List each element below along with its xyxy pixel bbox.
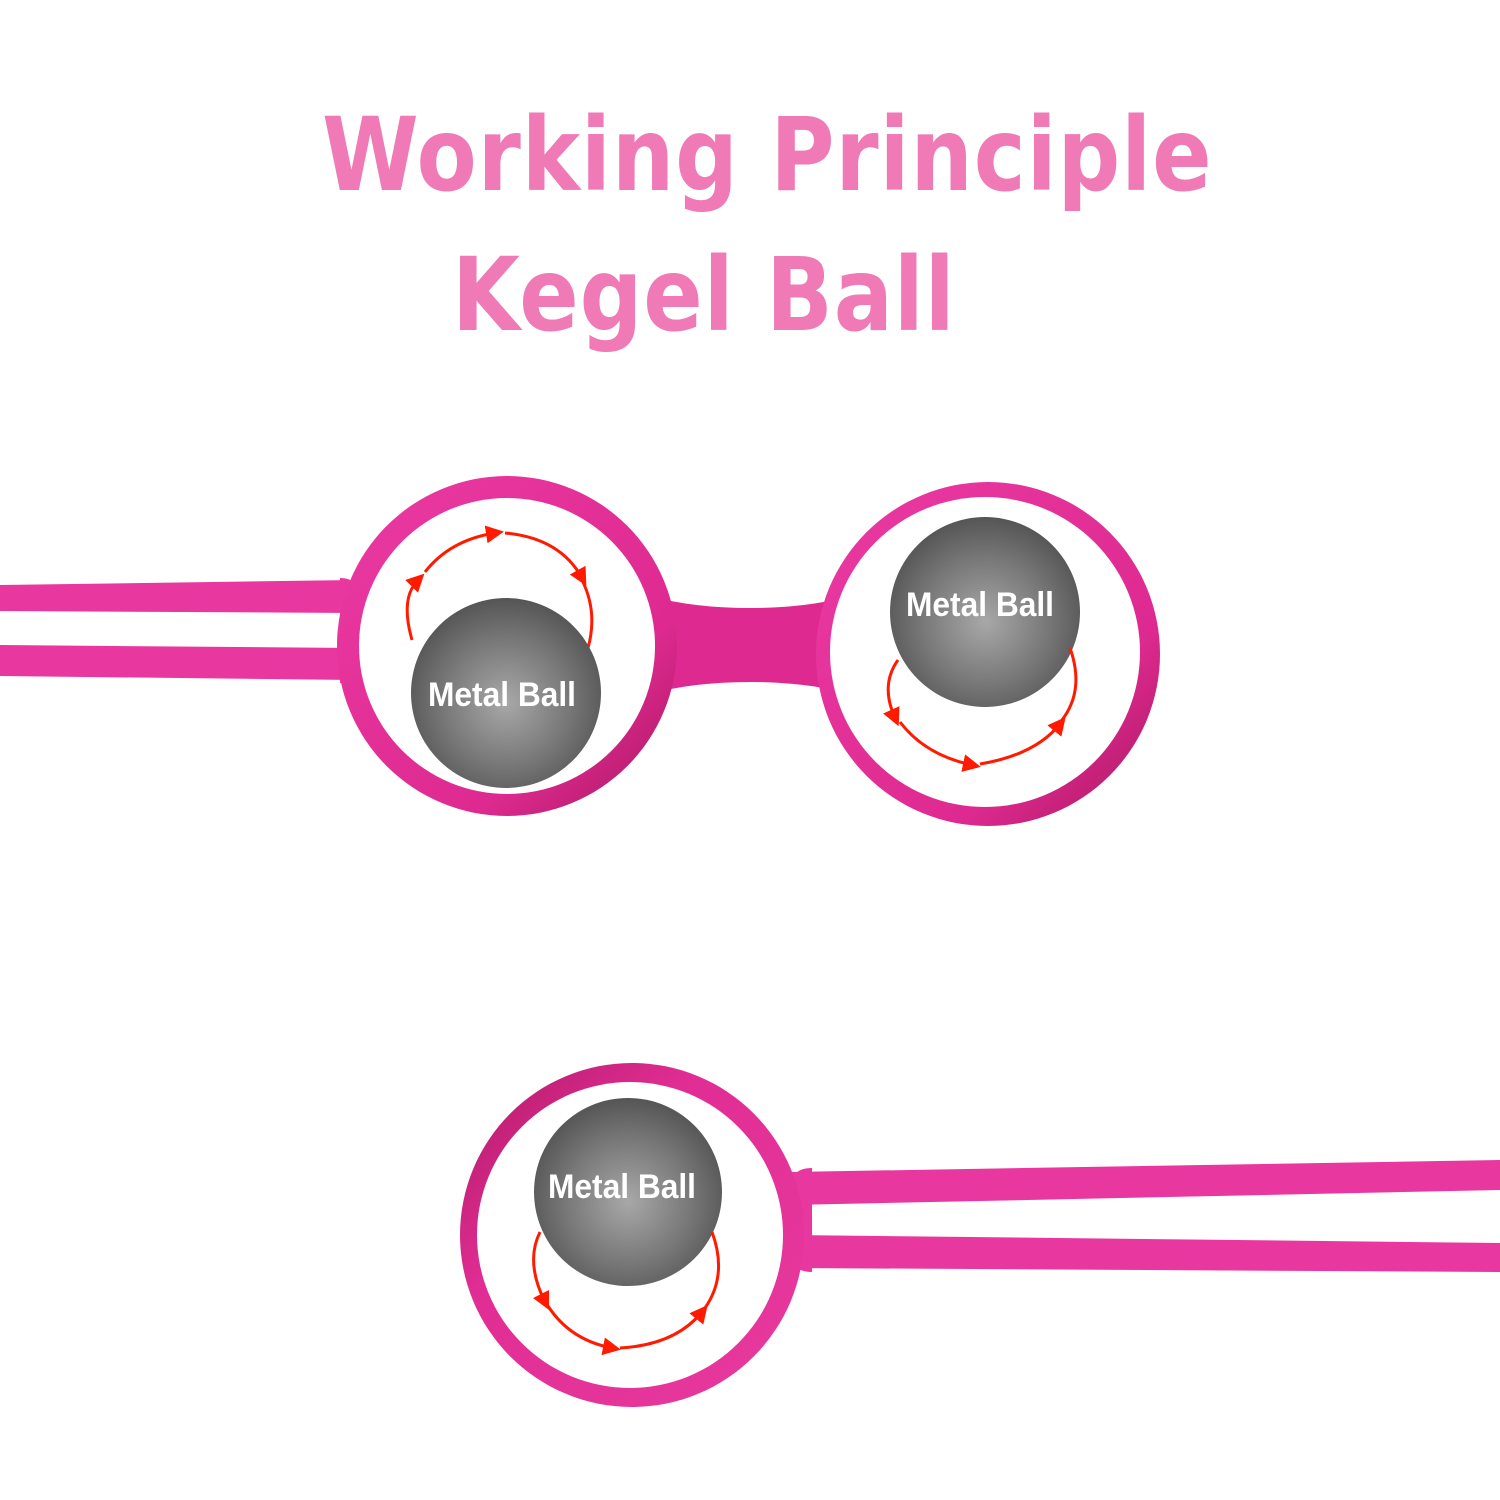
metal-ball-bottom-label: Metal Ball [548, 1168, 696, 1206]
upper-string-bottom [0, 645, 355, 680]
upper-string-top [0, 580, 355, 613]
metal-ball-left-label: Metal Ball [428, 676, 576, 714]
left-rotation-arrow-1 [405, 573, 425, 641]
left-rotation-arrow-3 [504, 531, 587, 586]
metal-ball-bottom [534, 1098, 722, 1286]
metal-ball-left [411, 598, 601, 788]
lower-rotation-arrow-3 [619, 1305, 708, 1350]
lower-rotation-arrow-1 [532, 1231, 550, 1311]
left-rotation-arrow-2 [423, 525, 504, 573]
metal-ball-right [890, 517, 1080, 707]
title-line-2: Kegel Ball [452, 236, 956, 355]
title-line-1: Working Principle [322, 96, 1213, 215]
right-rotation-arrow-3 [979, 716, 1066, 766]
metal-ball-right-label: Metal Ball [906, 586, 1054, 624]
single-kegel-ball: Metal Ball [460, 1063, 1500, 1407]
right-rotation-arrow-2 [898, 721, 981, 772]
lower-string-bottom [790, 1235, 1500, 1272]
right-rotation-arrow-1 [883, 659, 900, 727]
double-kegel-ball: Metal Ball Metal Ball [0, 476, 1160, 826]
lower-string-top [790, 1160, 1500, 1205]
lower-rotation-arrow-2 [546, 1305, 621, 1356]
